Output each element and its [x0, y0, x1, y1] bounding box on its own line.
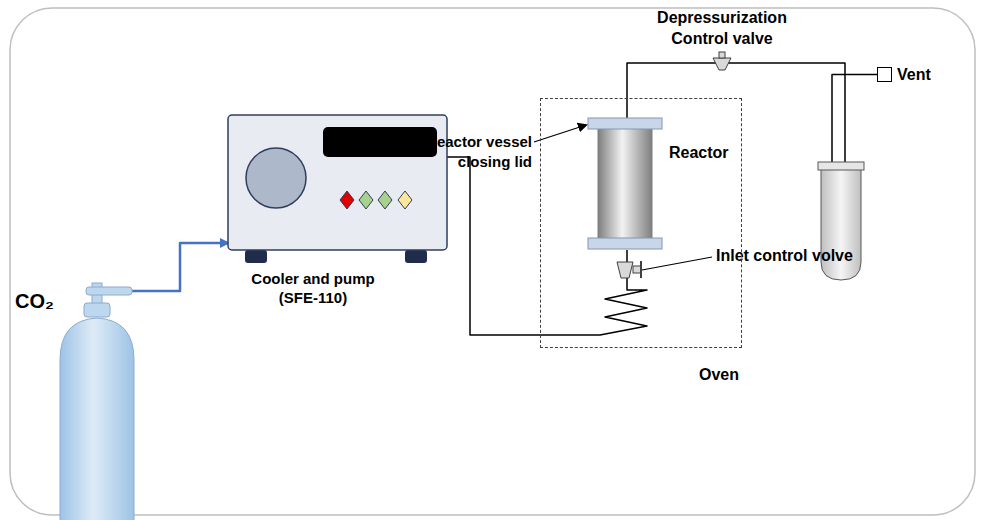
- reactor: Reactor: [591, 119, 663, 250]
- leader-line: [642, 257, 712, 270]
- node-label: Vent: [897, 65, 931, 85]
- inlet-valve: [617, 261, 641, 278]
- reactor-vessel: [588, 118, 662, 249]
- part-label: Depressurization Control valve: [632, 8, 812, 50]
- pipe-connector: [132, 243, 228, 291]
- part-label: Inlet control volve: [716, 246, 853, 267]
- node-label: CO₂: [15, 289, 54, 314]
- oven-region: OvenReactor: [540, 98, 742, 348]
- gas-cylinder: CO₂: [60, 283, 135, 520]
- node-label: Reactor: [669, 143, 729, 163]
- part-label: SF reactor vessel closing lid: [372, 132, 532, 171]
- gas-cylinder: [60, 283, 134, 520]
- pump-box: Cooler and pump (SFE-110): [228, 115, 447, 250]
- vent-box: Vent: [877, 67, 892, 82]
- node-label: Cooler and pump (SFE-110): [238, 270, 388, 308]
- frame: [10, 8, 975, 515]
- leader-line: [534, 125, 586, 142]
- depressurization-valve: [713, 52, 731, 70]
- node-label: Oven: [699, 365, 739, 385]
